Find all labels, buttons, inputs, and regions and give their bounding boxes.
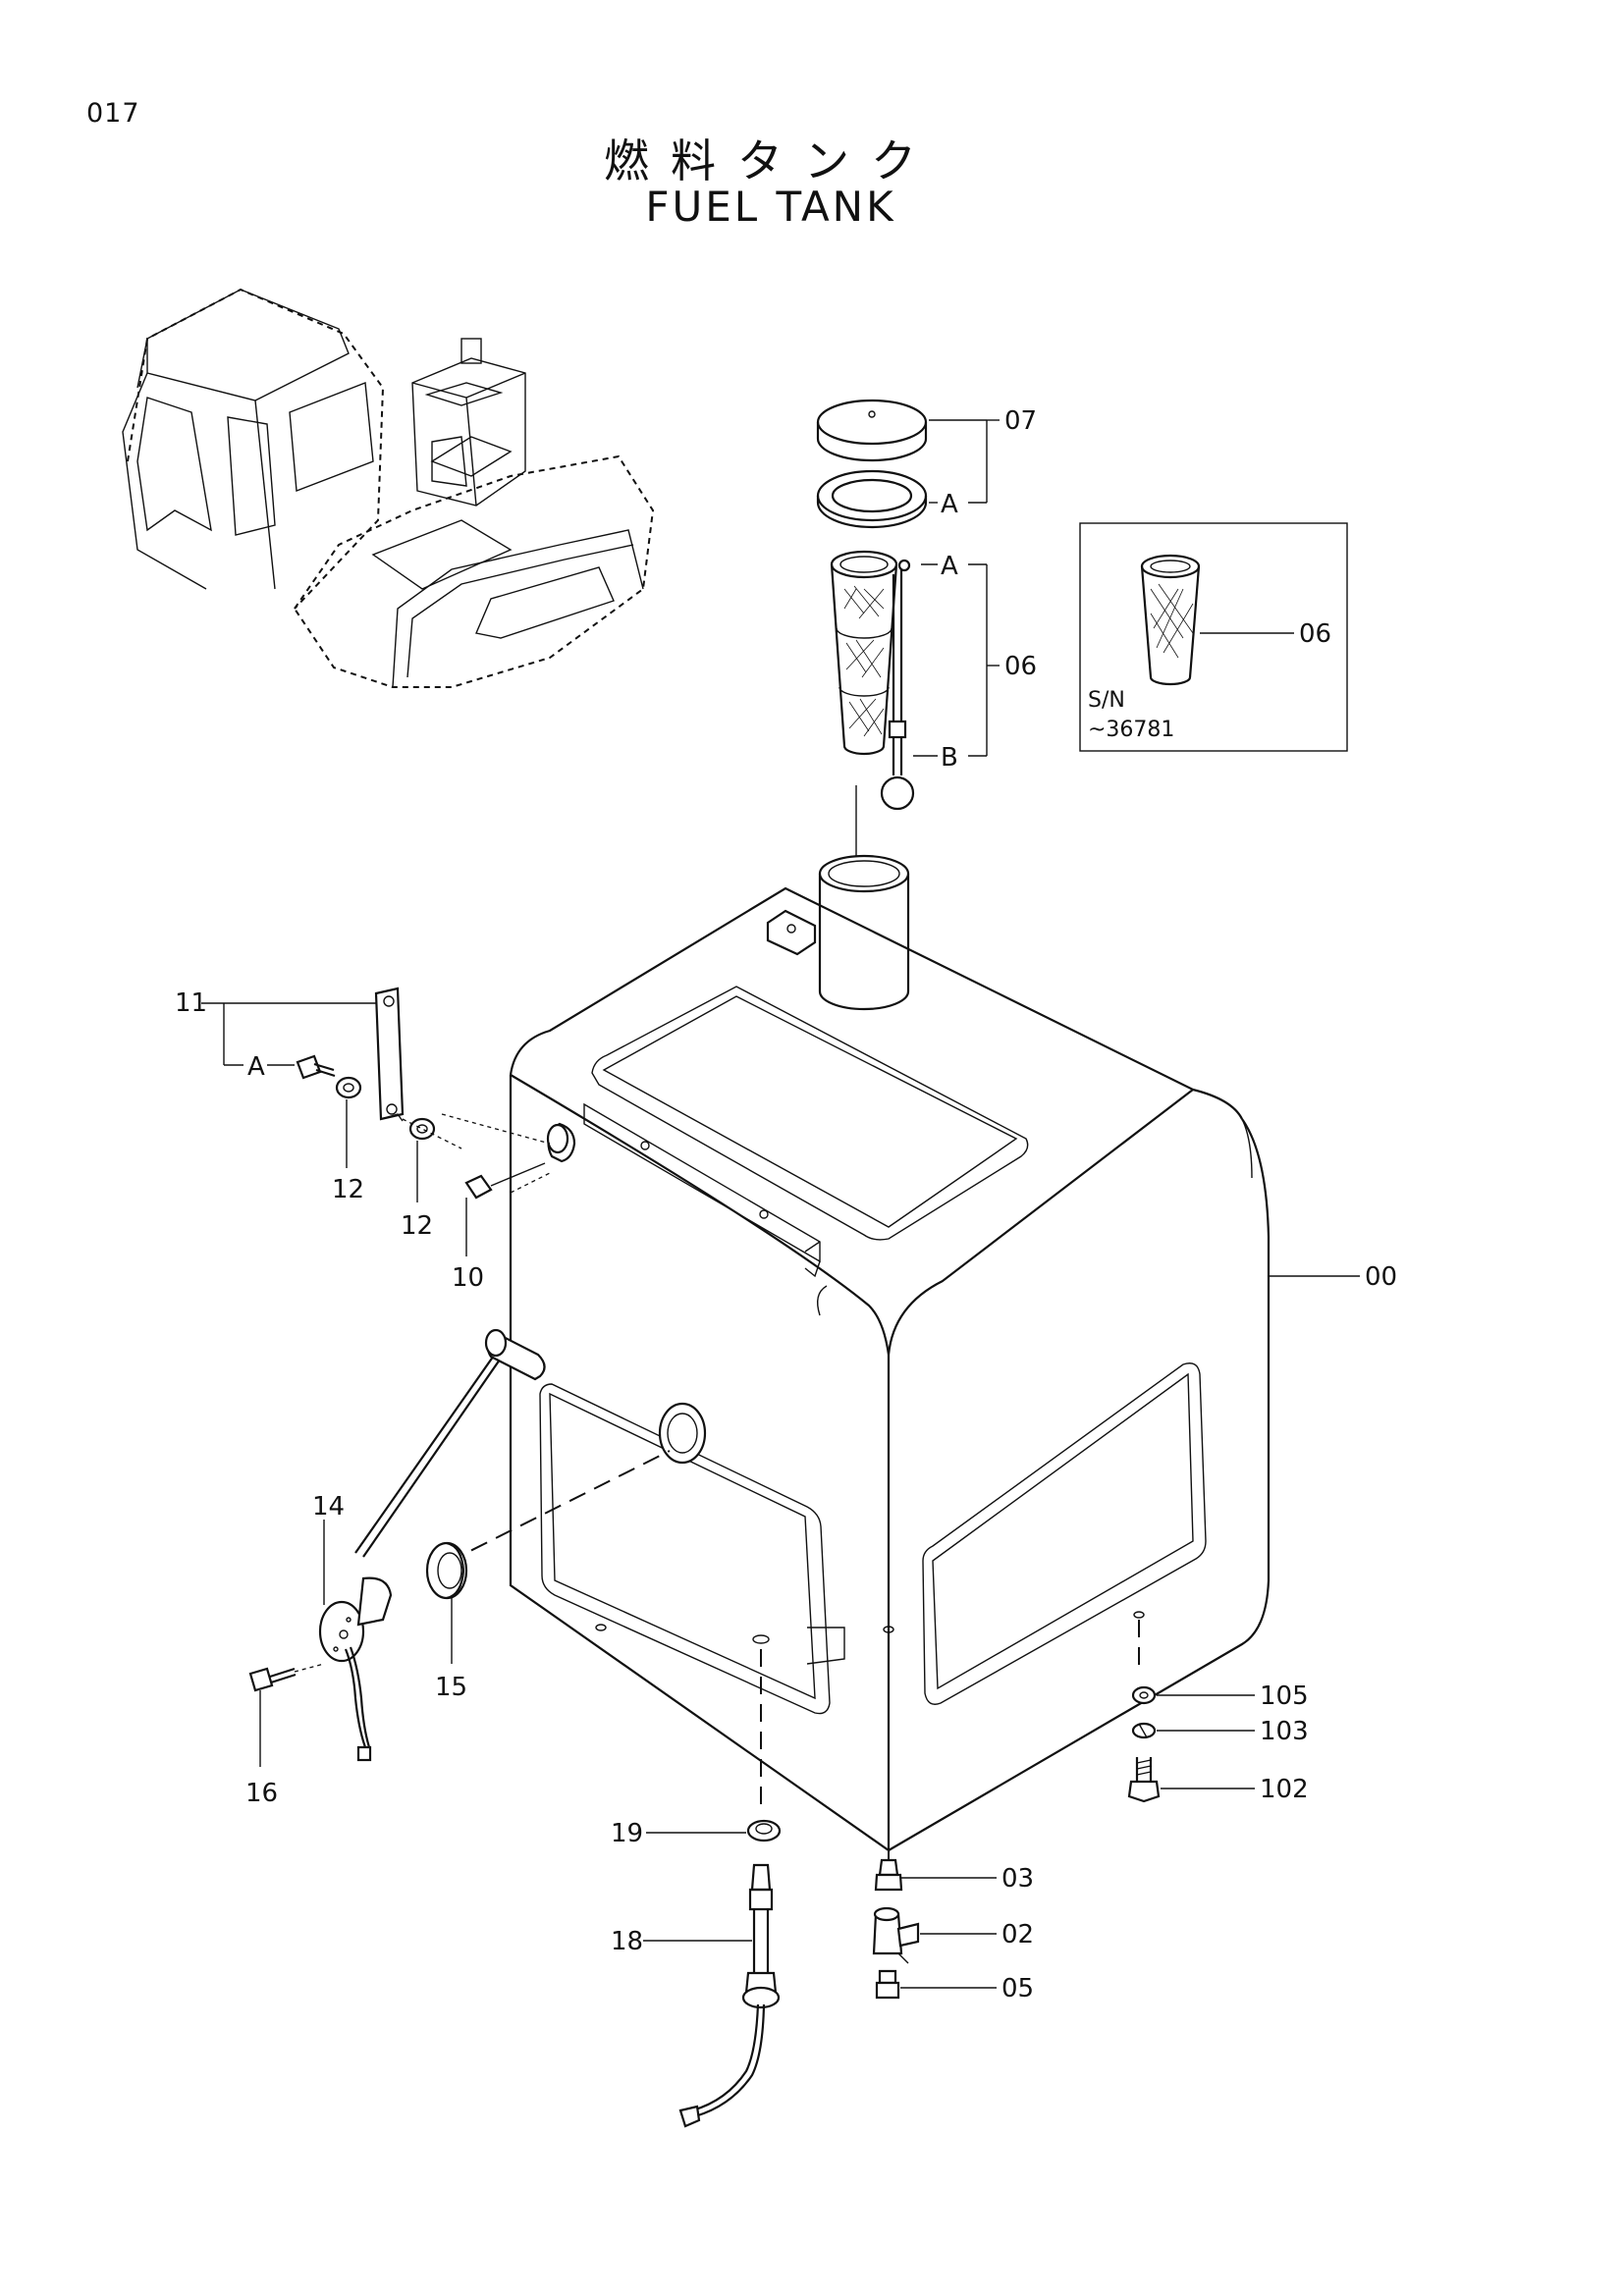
sender-screw xyxy=(248,1667,297,1692)
serial-range: ~36781 xyxy=(1088,718,1174,742)
callout-06-inset: 06 xyxy=(1299,619,1331,649)
callout-07: 07 xyxy=(1004,406,1037,436)
lock-washer-103 xyxy=(1131,1722,1157,1739)
page-number: 017 xyxy=(86,98,140,129)
sender-gasket xyxy=(425,1541,468,1600)
callout-05: 05 xyxy=(1001,1974,1034,2003)
gauge-bracket xyxy=(374,987,405,1122)
title-japanese: 燃料タンク xyxy=(604,134,938,187)
bolt-102 xyxy=(1127,1757,1161,1803)
callout-18: 18 xyxy=(611,1927,643,1956)
plug-fitting xyxy=(464,1162,546,1200)
leaders-14-15-16 xyxy=(259,1520,453,1767)
callout-00: 00 xyxy=(1365,1262,1397,1292)
callout-14: 14 xyxy=(312,1492,345,1522)
callout-b: B xyxy=(941,743,958,773)
excavator-overview xyxy=(122,288,655,688)
leaders-19-18 xyxy=(643,1832,752,1942)
leaders-03-02-05 xyxy=(900,1877,997,1989)
drain-cock-02 xyxy=(872,1906,920,1964)
cap-05 xyxy=(875,1969,900,2000)
callout-105: 105 xyxy=(1260,1682,1309,1711)
callout-15: 15 xyxy=(435,1673,467,1702)
leaders-105-103-102 xyxy=(1157,1694,1255,1789)
cushion-a xyxy=(335,1076,362,1099)
leaders-11-12-10 xyxy=(201,1002,467,1256)
strainer xyxy=(830,550,915,859)
callout-bracket-07 xyxy=(913,419,1000,757)
callout-102: 102 xyxy=(1260,1775,1309,1804)
cushion-b xyxy=(408,1117,436,1141)
callout-19: 19 xyxy=(611,1819,643,1848)
washer-105 xyxy=(1131,1685,1157,1705)
callout-06: 06 xyxy=(1004,652,1037,681)
bracket-bolt xyxy=(296,1054,336,1080)
callout-103: 103 xyxy=(1260,1717,1309,1746)
adapter-03 xyxy=(874,1858,903,1892)
filler-cap xyxy=(816,399,928,462)
callout-03: 03 xyxy=(1001,1864,1034,1894)
serial-inset-box xyxy=(1079,522,1348,752)
callout-12-left: 12 xyxy=(332,1175,364,1204)
drain-plug-19 xyxy=(746,1819,782,1842)
fuel-tank xyxy=(441,854,1271,1853)
callout-a-bolt: A xyxy=(247,1052,265,1082)
callout-02: 02 xyxy=(1001,1920,1034,1949)
callout-16: 16 xyxy=(245,1779,278,1808)
callout-10: 10 xyxy=(452,1263,484,1293)
water-sensor-18 xyxy=(678,1863,781,2128)
fuel-level-sender xyxy=(318,1328,546,1762)
callout-11: 11 xyxy=(175,988,207,1018)
sender-axis-line xyxy=(446,1450,671,1564)
callout-12-right: 12 xyxy=(401,1211,433,1241)
callout-a-gasket: A xyxy=(941,490,958,519)
title-english: FUEL TANK xyxy=(645,183,896,231)
serial-label: S/N xyxy=(1088,688,1125,713)
callout-a-strainer: A xyxy=(941,552,958,581)
cap-gasket xyxy=(816,469,928,529)
